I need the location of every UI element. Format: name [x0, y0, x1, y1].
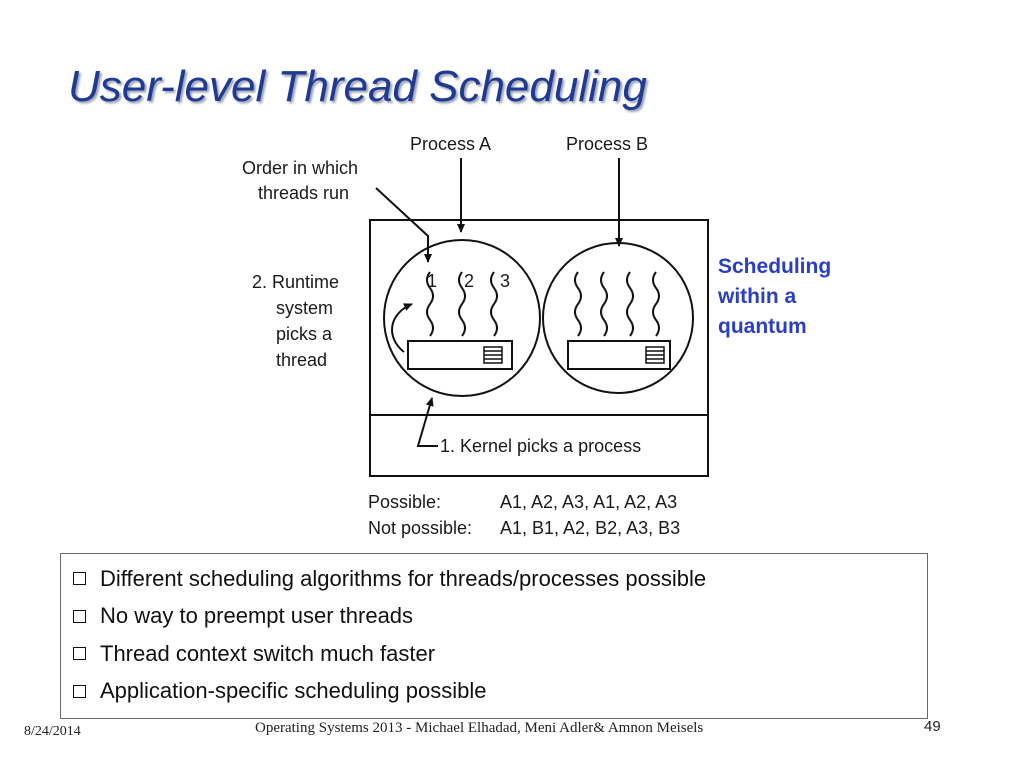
table-icon-a	[483, 346, 503, 364]
table-icon-b	[645, 346, 665, 364]
order-label-line2: threads run	[258, 183, 349, 203]
bullet-item: Thread context switch much faster	[73, 635, 927, 673]
footer-date: 8/24/2014	[24, 724, 81, 739]
not-possible-sequence: A1, B1, A2, B2, A3, B3	[500, 518, 680, 538]
runtime-label-line3: picks a	[276, 324, 333, 344]
bullet-text: Different scheduling algorithms for thre…	[100, 565, 707, 591]
thread-squiggles-b	[574, 271, 660, 337]
thread-number-2: 2	[464, 271, 474, 291]
possible-label: Possible:	[368, 492, 441, 512]
bullet-text: Application-specific scheduling possible	[100, 678, 487, 704]
user-space-box	[369, 219, 709, 477]
thread-number-1: 1	[427, 271, 437, 291]
process-b-label: Process B	[566, 134, 648, 154]
footer-course: Operating Systems 2013 - Michael Elhadad…	[255, 720, 704, 736]
kernel-pick-arrow	[416, 397, 438, 447]
callout-line-3: quantum	[718, 315, 807, 338]
runtime-pick-arrow	[391, 303, 413, 353]
not-possible-label: Not possible:	[368, 518, 472, 538]
bullet-item: Different scheduling algorithms for thre…	[73, 560, 927, 598]
thread-squiggles-a	[426, 271, 498, 337]
thread-number-3: 3	[500, 271, 510, 291]
bullet-list: Different scheduling algorithms for thre…	[61, 554, 927, 710]
bullet-text: No way to preempt user threads	[100, 603, 414, 629]
runtime-label-line4: thread	[276, 350, 327, 370]
bullet-item: No way to preempt user threads	[73, 598, 927, 636]
runtime-label-line1: 2. Runtime	[252, 272, 339, 292]
bullet-text: Thread context switch much faster	[100, 640, 436, 666]
possible-sequence: A1, A2, A3, A1, A2, A3	[500, 492, 677, 512]
callout-line-1: Scheduling	[718, 255, 832, 278]
callout-line-2: within a	[718, 285, 797, 308]
checkbox-bullet-icon	[73, 647, 86, 661]
runtime-label-line2: system	[276, 298, 333, 318]
checkbox-bullet-icon	[73, 609, 86, 623]
page-number: 49	[924, 718, 941, 735]
process-b-circle	[542, 242, 694, 394]
checkbox-bullet-icon	[73, 572, 86, 586]
scheduling-callout: Scheduling within a quantum	[718, 252, 831, 342]
checkbox-bullet-icon	[73, 684, 86, 698]
bullet-item: Application-specific scheduling possible	[73, 673, 927, 711]
process-a-label: Process A	[410, 134, 491, 154]
bullet-box: Different scheduling algorithms for thre…	[60, 553, 928, 719]
order-arrow	[375, 187, 432, 263]
process-a-circle	[383, 239, 541, 397]
slide-title: User-level Thread Scheduling	[68, 62, 647, 111]
kernel-label: 1. Kernel picks a process	[440, 436, 641, 456]
order-label-line1: Order in which	[242, 158, 358, 178]
